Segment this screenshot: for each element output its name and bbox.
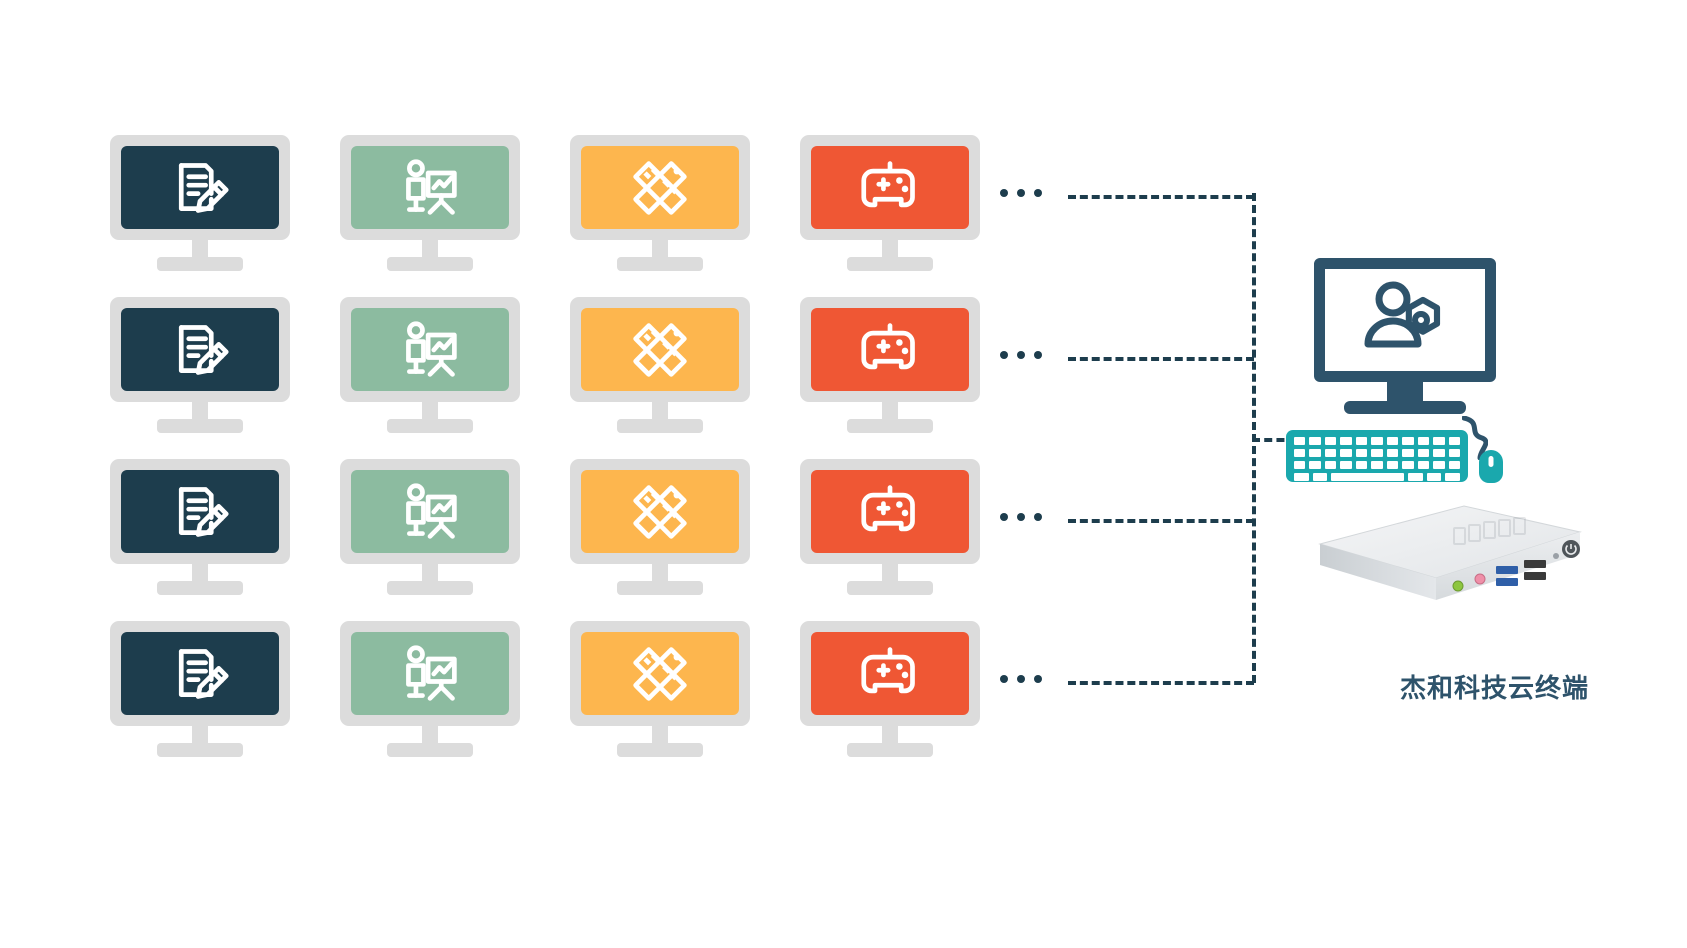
presenter-flipchart-icon [400,644,460,704]
mini-pc-device [1268,492,1588,622]
gamepad-icon [860,320,920,380]
monitor-base [847,581,933,595]
monitor-neck [192,402,208,420]
monitor-screen [581,308,739,391]
keyboard-icon [1286,430,1468,482]
client-monitor-gaming-entertainment[interactable] [800,459,980,595]
monitor-screen [581,146,739,229]
connector-branch-row2 [1068,357,1254,361]
monitor-screen [811,632,969,715]
monitor-base [617,743,703,757]
pencil-ruler-icon [630,482,690,542]
connector-branch-row3 [1068,519,1254,523]
client-monitor-document-editing[interactable] [110,297,290,433]
monitor-screen [351,470,509,553]
monitor-base [847,419,933,433]
ellipsis-row-1 [1000,189,1042,197]
client-monitor-document-editing[interactable] [110,621,290,757]
monitor-neck [422,726,438,744]
pencil-ruler-icon [630,644,690,704]
monitor-screen [351,308,509,391]
monitor-screen [121,632,279,715]
server-workstation [1286,258,1526,488]
gamepad-icon [860,482,920,542]
monitor-base [617,581,703,595]
client-monitor-gaming-entertainment[interactable] [800,621,980,757]
document-pencil-icon [170,158,230,218]
monitor-screen [351,146,509,229]
client-monitor-design-drafting[interactable] [570,459,750,595]
monitor-screen [121,470,279,553]
monitor-neck [652,564,668,582]
monitor-screen [811,308,969,391]
monitor-base [847,743,933,757]
document-pencil-icon [170,644,230,704]
ellipsis-row-4 [1000,675,1042,683]
gamepad-icon [860,158,920,218]
gamepad-icon [860,644,920,704]
monitor-screen [811,470,969,553]
ellipsis-row-3 [1000,513,1042,521]
monitor-neck [422,564,438,582]
monitor-base [157,257,243,271]
connector-branch-row1 [1068,195,1254,199]
monitor-neck [882,402,898,420]
client-monitor-gaming-entertainment[interactable] [800,297,980,433]
client-monitor-presentation-training[interactable] [340,459,520,595]
client-monitor-presentation-training[interactable] [340,297,520,433]
mini-pc-label: 杰和科技云终端 [1400,673,1590,703]
client-monitor-presentation-training[interactable] [340,621,520,757]
pencil-ruler-icon [630,320,690,380]
monitor-screen [121,146,279,229]
client-monitor-design-drafting[interactable] [570,135,750,271]
monitor-base [847,257,933,271]
monitor-neck [422,402,438,420]
monitor-screen [351,632,509,715]
mouse-icon [1479,450,1503,483]
monitor-neck [882,240,898,258]
ellipsis-row-2 [1000,351,1042,359]
monitor-neck [192,240,208,258]
server-monitor [1314,258,1496,382]
client-monitor-design-drafting[interactable] [570,621,750,757]
client-monitor-presentation-training[interactable] [340,135,520,271]
monitor-neck [652,240,668,258]
monitor-base [157,419,243,433]
server-monitor-base [1344,401,1466,414]
monitor-base [157,581,243,595]
monitor-neck [882,726,898,744]
mouse-cable-icon [1462,416,1488,460]
document-pencil-icon [170,482,230,542]
client-monitor-design-drafting[interactable] [570,297,750,433]
client-monitor-document-editing[interactable] [110,459,290,595]
presenter-flipchart-icon [400,482,460,542]
monitor-neck [192,726,208,744]
server-monitor-neck [1387,382,1423,401]
monitor-base [157,743,243,757]
client-monitor-gaming-entertainment[interactable] [800,135,980,271]
monitor-base [387,257,473,271]
connector-branch-row4 [1068,681,1254,685]
presenter-flipchart-icon [400,320,460,380]
monitor-base [387,581,473,595]
monitor-neck [652,402,668,420]
pencil-ruler-icon [630,158,690,218]
monitor-base [387,419,473,433]
user-gear-icon [1359,280,1451,361]
presenter-flipchart-icon [400,158,460,218]
monitor-screen [121,308,279,391]
monitor-neck [422,240,438,258]
client-monitor-document-editing[interactable] [110,135,290,271]
monitor-neck [192,564,208,582]
monitor-screen [581,632,739,715]
monitor-base [617,257,703,271]
monitor-screen [581,470,739,553]
monitor-base [387,743,473,757]
document-pencil-icon [170,320,230,380]
monitor-base [617,419,703,433]
monitor-screen [811,146,969,229]
monitor-neck [882,564,898,582]
monitor-neck [652,726,668,744]
